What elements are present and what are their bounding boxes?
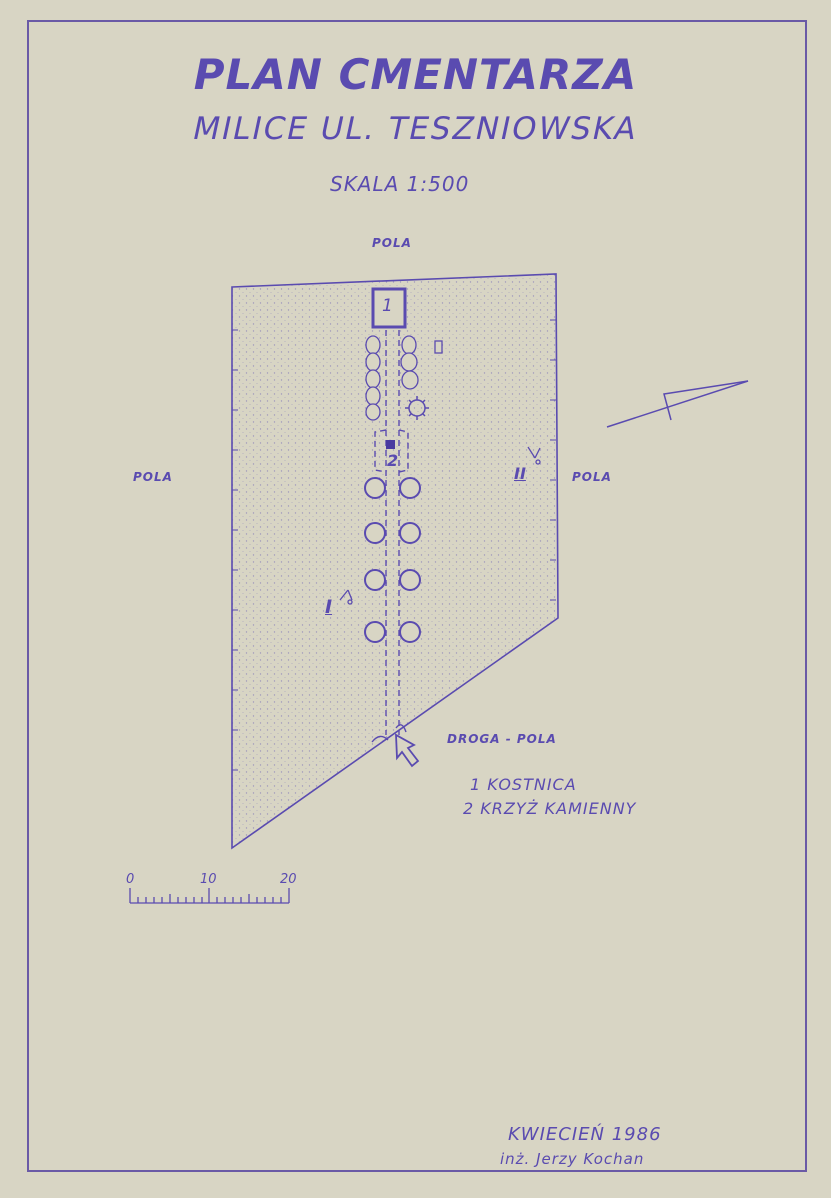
label-west-fields: POLA xyxy=(133,470,173,484)
label-road-fields: DROGA - POLA xyxy=(447,732,557,746)
scale-tick-10: 10 xyxy=(200,872,217,887)
scale-text: SKALA 1:500 xyxy=(330,172,470,196)
section-ii-label: II xyxy=(514,464,526,483)
small-monument xyxy=(434,340,443,354)
label-north-fields: POLA xyxy=(372,236,412,250)
sheet-border xyxy=(27,20,807,1172)
map-title: PLAN CMENTARZA xyxy=(193,50,638,99)
scale-tick-20: 20 xyxy=(280,872,297,887)
tree-row-left xyxy=(365,335,381,421)
bush-icon xyxy=(405,396,429,420)
scale-tick-0: 0 xyxy=(126,872,135,887)
north-arrow-icon xyxy=(606,380,749,428)
entrance-arrow-icon xyxy=(395,733,420,768)
cemetery-boundary xyxy=(231,273,559,850)
scale-bar xyxy=(129,888,290,904)
central-path xyxy=(374,330,409,735)
gate-icon xyxy=(371,724,407,743)
cross-number: 2 xyxy=(387,451,399,470)
grave-circles xyxy=(364,477,421,643)
stone-cross-marker xyxy=(386,440,395,449)
tree-row-right xyxy=(400,335,419,390)
section-i-label: I xyxy=(325,596,333,618)
legend-item-ossuary: 1 KOSTNICA xyxy=(470,775,577,794)
view-marker-ii-icon xyxy=(527,446,541,465)
boundary-ticks xyxy=(232,319,556,771)
ossuary-building xyxy=(371,287,407,329)
ossuary-number: 1 xyxy=(382,296,393,316)
view-marker-i-icon xyxy=(339,589,353,605)
footer-author: inż. Jerzy Kochan xyxy=(500,1150,645,1168)
label-east-fields: POLA xyxy=(572,470,612,484)
legend-item-stone-cross: 2 KRZYŻ KAMIENNY xyxy=(463,799,637,818)
footer-date: KWIECIEŃ 1986 xyxy=(508,1124,662,1145)
